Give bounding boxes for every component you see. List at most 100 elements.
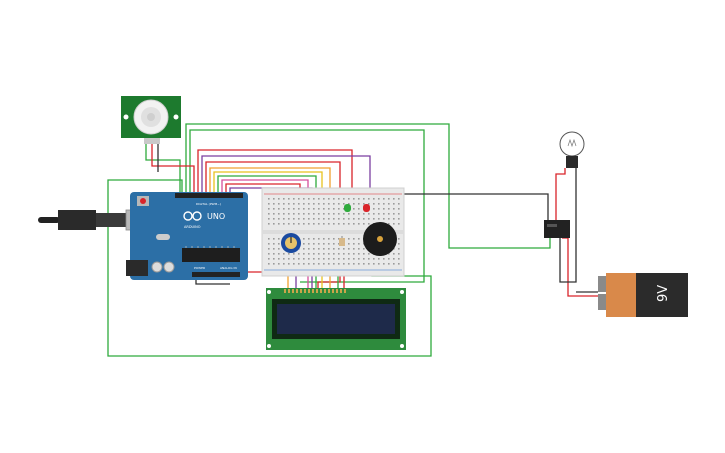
green-led: [344, 204, 351, 212]
breadboard-hole: [398, 218, 400, 220]
breadboard-hole: [388, 263, 390, 265]
breadboard-hole: [398, 208, 400, 210]
breadboard-hole: [313, 243, 315, 245]
breadboard-hole: [303, 243, 305, 245]
breadboard-hole: [373, 263, 375, 265]
breadboard-hole: [358, 223, 360, 225]
breadboard-hole: [363, 258, 365, 260]
breadboard-hole: [353, 213, 355, 215]
breadboard-hole: [283, 253, 285, 255]
breadboard-hole: [398, 248, 400, 250]
breadboard-hole: [363, 213, 365, 215]
lcd-pin: [344, 289, 346, 293]
breadboard-hole: [368, 213, 370, 215]
breadboard-hole: [308, 213, 310, 215]
breadboard-hole: [353, 238, 355, 240]
breadboard-hole: [383, 208, 385, 210]
breadboard-hole: [353, 208, 355, 210]
breadboard-hole: [268, 258, 270, 260]
breadboard-hole: [373, 198, 375, 200]
breadboard-hole: [313, 258, 315, 260]
breadboard-hole: [293, 208, 295, 210]
breadboard-hole: [378, 213, 380, 215]
breadboard-hole: [328, 263, 330, 265]
breadboard-hole: [278, 258, 280, 260]
breadboard-hole: [323, 198, 325, 200]
breadboard-hole: [313, 198, 315, 200]
breadboard-hole: [313, 263, 315, 265]
breadboard-hole: [283, 208, 285, 210]
breadboard-hole: [268, 263, 270, 265]
breadboard-hole: [348, 198, 350, 200]
breadboard-hole: [378, 263, 380, 265]
breadboard-hole: [398, 263, 400, 265]
breadboard-hole: [383, 213, 385, 215]
breadboard-hole: [328, 253, 330, 255]
breadboard-hole: [378, 208, 380, 210]
breadboard-hole: [343, 203, 345, 205]
breadboard-hole: [298, 263, 300, 265]
breadboard-hole: [388, 203, 390, 205]
breadboard-hole: [268, 248, 270, 250]
breadboard-hole: [333, 243, 335, 245]
arduino-power-label: POWER: [194, 266, 205, 270]
breadboard-hole: [363, 223, 365, 225]
breadboard-hole: [293, 198, 295, 200]
breadboard-hole: [293, 263, 295, 265]
breadboard-hole: [308, 223, 310, 225]
breadboard-hole: [323, 203, 325, 205]
breadboard-hole: [398, 238, 400, 240]
breadboard-hole: [368, 218, 370, 220]
wire-relay-black: [559, 168, 577, 283]
breadboard-hole: [273, 243, 275, 245]
breadboard-hole: [273, 238, 275, 240]
arduino-digital-label: DIGITAL (PWM~): [196, 202, 221, 206]
breadboard-hole: [328, 198, 330, 200]
breadboard-hole: [303, 248, 305, 250]
breadboard-hole: [378, 258, 380, 260]
breadboard-hole: [308, 243, 310, 245]
lcd-pin: [340, 289, 342, 293]
breadboard-hole: [308, 203, 310, 205]
breadboard-hole: [368, 253, 370, 255]
breadboard-hole: [353, 248, 355, 250]
breadboard-hole: [318, 218, 320, 220]
breadboard-hole: [273, 208, 275, 210]
breadboard-hole: [368, 223, 370, 225]
breadboard-hole: [338, 223, 340, 225]
breadboard-hole: [293, 223, 295, 225]
breadboard-hole: [293, 218, 295, 220]
breadboard-hole: [328, 248, 330, 250]
breadboard-hole: [368, 203, 370, 205]
breadboard-hole: [273, 223, 275, 225]
breadboard-hole: [298, 208, 300, 210]
breadboard-hole: [308, 238, 310, 240]
breadboard-hole: [288, 223, 290, 225]
breadboard-hole: [278, 243, 280, 245]
breadboard-hole: [278, 263, 280, 265]
breadboard-hole: [353, 218, 355, 220]
wire-relay-red: [555, 168, 566, 222]
breadboard-hole: [288, 203, 290, 205]
breadboard-hole: [353, 203, 355, 205]
breadboard-hole: [303, 258, 305, 260]
breadboard-hole: [328, 223, 330, 225]
breadboard-hole: [308, 208, 310, 210]
breadboard-hole: [278, 248, 280, 250]
breadboard-hole: [333, 208, 335, 210]
breadboard-hole: [283, 218, 285, 220]
breadboard-hole: [363, 198, 365, 200]
breadboard-hole: [338, 258, 340, 260]
lcd-pin: [332, 289, 334, 293]
breadboard-hole: [388, 253, 390, 255]
breadboard-hole: [338, 253, 340, 255]
breadboard-hole: [358, 253, 360, 255]
breadboard-hole: [343, 213, 345, 215]
breadboard-hole: [283, 263, 285, 265]
breadboard-hole: [333, 203, 335, 205]
breadboard-hole: [353, 263, 355, 265]
lcd-pin: [336, 289, 338, 293]
piezo-buzzer: [363, 222, 397, 256]
breadboard-hole: [383, 258, 385, 260]
breadboard-hole: [278, 238, 280, 240]
